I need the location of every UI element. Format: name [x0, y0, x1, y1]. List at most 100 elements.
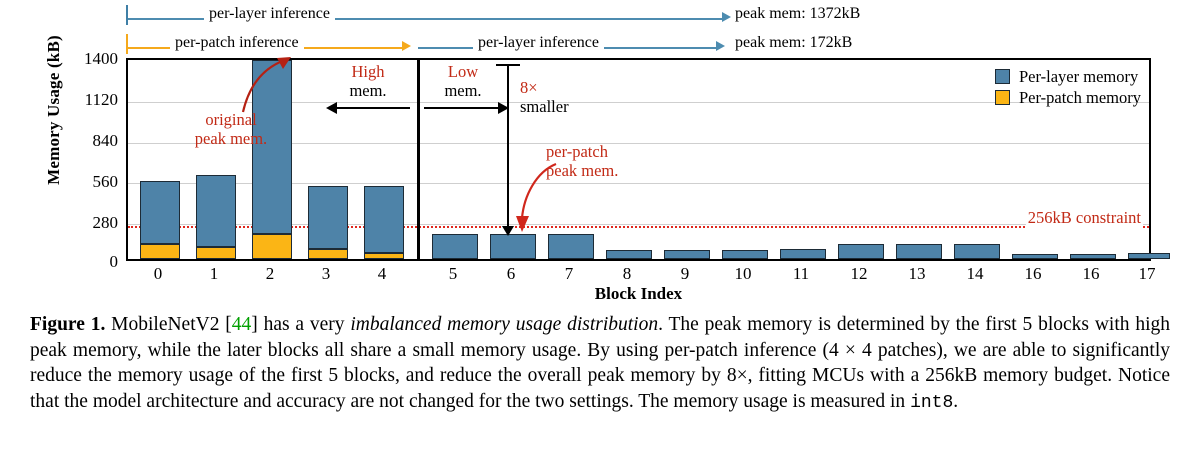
figure-caption: Figure 1. MobileNetV2 [44] has a very im…: [30, 312, 1170, 416]
rail-start-cap-icon: [126, 5, 128, 25]
rail-line-blue: [128, 18, 724, 20]
bar-block-10[interactable]: [722, 249, 768, 259]
caption-part1: MobileNetV2 [: [105, 314, 232, 335]
constraint-line-256kb: [128, 226, 1149, 229]
bar-block-9[interactable]: [664, 250, 710, 259]
rail-per-patch: per-patch inference: [126, 34, 416, 59]
bar-block-7[interactable]: [548, 234, 594, 259]
bar-block-8[interactable]: [606, 250, 652, 259]
bar-block-6-per-layer: [490, 234, 536, 259]
high-mem-arrow-line: [336, 107, 410, 109]
measure-vertical-line: [507, 64, 509, 229]
gridline-560: [128, 183, 1149, 185]
x-tick-6: 6: [506, 264, 516, 283]
annotation-low-mem-line2: mem.: [444, 81, 482, 100]
y-tick-0: 0: [109, 252, 119, 271]
annotation-low-mem: Low mem.: [422, 62, 504, 100]
legend-item-per-layer[interactable]: Per-layer memory: [994, 66, 1141, 87]
annotation-original-peak-line2: peak mem.: [194, 129, 268, 148]
bar-block-4-per-layer: [364, 185, 404, 254]
legend-swatch-per-layer-icon: [994, 69, 1010, 84]
annotation-high-mem-line2: mem.: [349, 81, 387, 100]
annotation-8x-line1: 8×: [520, 78, 538, 97]
x-tick-2: 2: [265, 264, 275, 283]
caption-part3: . The peak memory is determined by the f…: [30, 314, 1170, 412]
bar-block-4[interactable]: [364, 185, 404, 259]
legend-item-per-patch[interactable]: Per-patch memory: [994, 87, 1141, 108]
bar-block-13[interactable]: [896, 243, 942, 259]
x-tick-11: 11: [792, 264, 810, 283]
rail-label-per-layer-right: per-layer inference: [473, 34, 604, 52]
rail-arrowhead-orange-icon: [402, 41, 411, 51]
bar-block-15[interactable]: [1012, 253, 1058, 259]
x-tick-3: 3: [321, 264, 331, 283]
bar-block-0-per-layer: [140, 180, 180, 244]
per-patch-peak-arrow-icon: [516, 162, 557, 232]
x-tick-14: 14: [966, 264, 984, 283]
bar-block-14[interactable]: [954, 243, 1000, 259]
high-mem-arrowhead-icon: [326, 102, 337, 114]
bar-block-5[interactable]: [432, 234, 478, 259]
annotation-per-patch-peak-line2: peak mem.: [546, 161, 619, 180]
gridline-280: [128, 223, 1149, 225]
bar-block-0[interactable]: [140, 180, 180, 259]
bar-block-1[interactable]: [196, 174, 236, 259]
legend-label-per-layer: Per-layer memory: [1018, 67, 1139, 86]
x-tick-12: 12: [850, 264, 868, 283]
bar-block-4-per-patch: [364, 253, 404, 259]
caption-citation[interactable]: 44: [231, 314, 252, 335]
y-tick-560: 560: [92, 172, 119, 191]
chart-legend: Per-layer memory Per-patch memory: [994, 66, 1141, 108]
annotation-original-peak-line1: original: [205, 110, 257, 129]
bar-block-12[interactable]: [838, 243, 884, 259]
x-tick-5: 5: [448, 264, 458, 283]
bar-block-2[interactable]: [252, 60, 292, 259]
x-tick-13: 13: [908, 264, 926, 283]
bar-block-2-per-patch: [252, 234, 292, 259]
memory-usage-chart: Memory Usage (kB) 1400 1120 840 560 280 …: [44, 5, 1170, 303]
bar-block-1-per-patch: [196, 246, 236, 259]
caption-emphasis: imbalanced memory usage distribution: [350, 314, 659, 335]
bar-block-14-per-layer: [954, 243, 1000, 259]
bar-block-11[interactable]: [780, 248, 826, 259]
y-tick-1400: 1400: [84, 49, 118, 68]
bar-block-11-per-layer: [780, 248, 826, 259]
annotation-8x-smaller: 8× smaller: [520, 78, 569, 116]
x-tick-8: 8: [622, 264, 632, 283]
rail-start-cap-orange-icon: [126, 34, 128, 54]
x-axis-title: Block Index: [594, 284, 683, 303]
y-tick-840: 840: [92, 131, 119, 150]
bar-block-5-per-layer: [432, 234, 478, 259]
x-tick-0: 0: [153, 264, 163, 283]
measure-arrowhead-icon: [502, 226, 514, 236]
annotation-low-mem-line1: Low: [447, 62, 479, 81]
x-tick-17: 17: [1138, 264, 1156, 283]
x-axis-ticks: 0 1 2 3 4 5 6 7 8 9 10 11 12 13 14 16 16…: [126, 264, 1156, 288]
x-tick-10: 10: [734, 264, 752, 283]
plot-area: original peak mem. High mem. Low mem.: [126, 57, 1170, 261]
gridline-1120: [128, 102, 1149, 104]
x-tick-1: 1: [209, 264, 219, 283]
y-tick-1120: 1120: [84, 90, 118, 109]
caption-figure-label: Figure 1.: [30, 314, 106, 335]
x-tick-7: 7: [564, 264, 574, 283]
legend-swatch-per-patch-icon: [994, 90, 1010, 105]
bar-block-16-per-layer: [1070, 253, 1116, 259]
bar-block-17[interactable]: [1128, 252, 1170, 259]
bar-block-16[interactable]: [1070, 253, 1116, 259]
x-tick-15: 16: [1024, 264, 1042, 283]
rail-per-layer-full: per-layer inference: [126, 5, 1026, 30]
bar-block-0-per-patch: [140, 243, 180, 259]
rail-arrowhead-icon: [722, 12, 731, 22]
bar-block-7-per-layer: [548, 234, 594, 259]
bar-block-17-per-layer: [1128, 252, 1170, 259]
annotation-per-patch-peak-line1: per-patch: [546, 142, 608, 161]
bar-block-13-per-layer: [896, 243, 942, 259]
bar-block-3-per-layer: [308, 185, 348, 249]
bar-block-3[interactable]: [308, 185, 348, 259]
x-tick-16: 16: [1082, 264, 1100, 283]
bar-block-6[interactable]: [490, 234, 536, 259]
annotation-8x-line2: smaller: [520, 97, 569, 116]
low-mem-arrow-line: [424, 107, 498, 109]
